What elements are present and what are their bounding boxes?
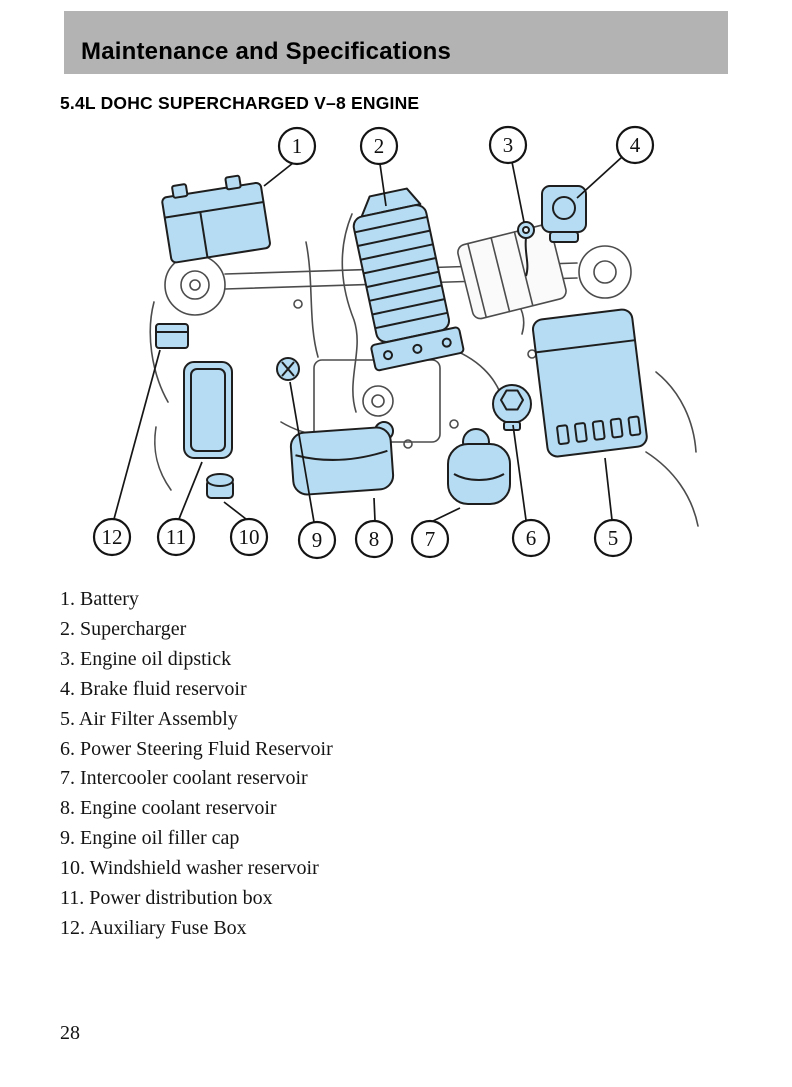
brake-fluid-reservoir-highlight: [541, 185, 587, 243]
legend-item-7: 7. Intercooler coolant reservoir: [60, 767, 308, 790]
engine-diagram: 1 2 3 4 12 11 10 9 8: [56, 122, 736, 574]
svg-text:2: 2: [374, 134, 385, 158]
page-header-title: Maintenance and Specifications: [81, 38, 452, 65]
callout-1: 1: [277, 126, 317, 166]
intercooler-coolant-reservoir-highlight: [447, 428, 511, 505]
power-distribution-box-highlight: [183, 361, 233, 459]
svg-text:12: 12: [102, 525, 123, 549]
legend-item-6: 6. Power Steering Fluid Reservoir: [60, 737, 333, 760]
air-filter-assembly-highlight: [531, 308, 648, 458]
callout-leader-lines: [113, 156, 623, 523]
svg-text:3: 3: [503, 133, 514, 157]
callout-2: 2: [359, 126, 399, 166]
svg-text:1: 1: [292, 134, 303, 158]
svg-text:6: 6: [526, 526, 537, 550]
supercharger-highlight: [352, 187, 465, 372]
legend-item-8: 8. Engine coolant reservoir: [60, 797, 277, 820]
legend-item-10: 10. Windshield washer reservoir: [60, 857, 319, 880]
svg-text:5: 5: [608, 526, 619, 550]
engine-oil-dipstick-highlight: [517, 221, 535, 277]
legend-list: 1. Battery 2. Supercharger 3. Engine oil…: [60, 585, 333, 944]
battery-highlight: [161, 174, 271, 264]
callout-4: 4: [615, 125, 655, 165]
svg-text:11: 11: [166, 525, 186, 549]
callout-10: 10: [229, 517, 269, 557]
legend-item-11: 11. Power distribution box: [60, 887, 273, 910]
legend-item-12: 12. Auxiliary Fuse Box: [60, 916, 247, 939]
callout-3: 3: [488, 125, 528, 165]
legend-item-1: 1. Battery: [60, 588, 139, 610]
callout-7: 7: [410, 519, 450, 559]
legend-item-2: 2. Supercharger: [60, 617, 187, 640]
engine-coolant-reservoir-highlight: [289, 420, 395, 496]
page-number: 28: [60, 1022, 80, 1044]
legend-item-3: 3. Engine oil dipstick: [60, 647, 232, 670]
auxiliary-fuse-box-highlight: [155, 323, 189, 349]
svg-text:9: 9: [312, 528, 323, 552]
legend-item-9: 9. Engine oil filler cap: [60, 827, 240, 850]
callout-6: 6: [511, 518, 551, 558]
callout-11: 11: [156, 517, 196, 557]
windshield-washer-reservoir-highlight: [206, 473, 234, 499]
callout-8: 8: [354, 519, 394, 559]
callout-5: 5: [593, 518, 633, 558]
svg-text:8: 8: [369, 527, 380, 551]
svg-text:10: 10: [239, 525, 260, 549]
svg-text:7: 7: [425, 527, 436, 551]
section-title: 5.4L DOHC SUPERCHARGED V–8 ENGINE: [60, 93, 420, 113]
engine-oil-filler-cap-highlight: [276, 357, 300, 381]
svg-text:4: 4: [630, 133, 641, 157]
callout-12: 12: [92, 517, 132, 557]
legend-item-5: 5. Air Filter Assembly: [60, 707, 238, 730]
header-bar: Maintenance and Specifications: [64, 11, 728, 74]
engine-diagram-svg: 1 2 3 4 12 11 10 9 8: [92, 125, 699, 560]
power-steering-reservoir-highlight: [492, 384, 532, 431]
legend-item-4: 4. Brake fluid reservoir: [60, 677, 247, 700]
callout-9: 9: [297, 520, 337, 560]
